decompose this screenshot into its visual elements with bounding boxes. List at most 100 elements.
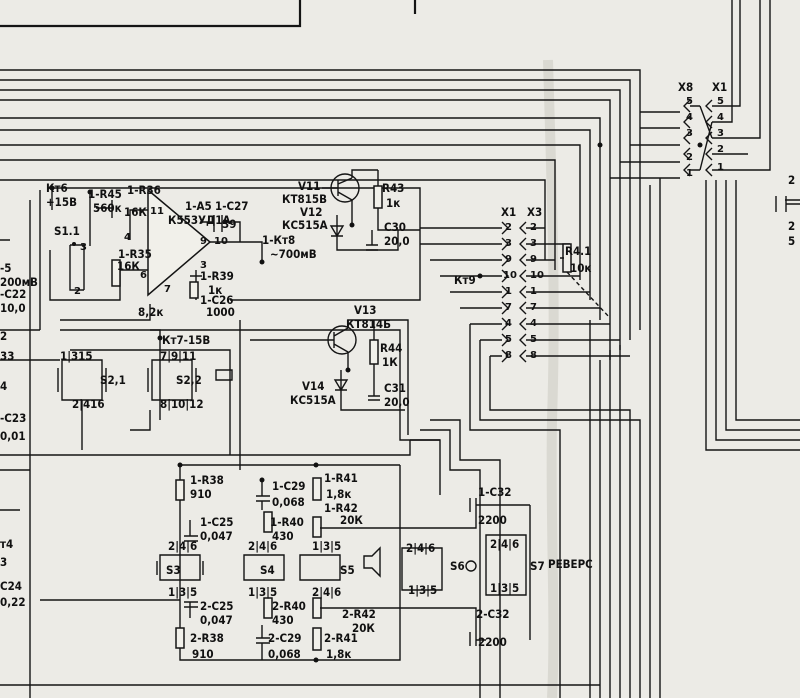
label-c32a-val: 2200 — [478, 513, 507, 527]
label-r41a-val: 1,8к — [326, 487, 351, 501]
label-kt6: Кт6 — [46, 181, 68, 195]
label-s6-pins-b: 1|3|5 — [408, 583, 437, 597]
label-1-c25: 1-С25 — [200, 515, 233, 529]
label-edge-4: 4 — [0, 379, 7, 393]
label-c25a-val: 0,047 — [200, 529, 233, 543]
pin-label: 4 — [505, 318, 512, 329]
pin-label: 7 — [164, 284, 171, 295]
label-r39-val: 1к — [208, 283, 222, 297]
label-10k: 10к — [570, 261, 591, 275]
label-r42b-val: 20К — [352, 621, 375, 635]
label-x1-center: X1 — [501, 205, 516, 219]
left-edge-wires — [0, 190, 160, 511]
label-910-b: 910 — [192, 647, 214, 661]
op-amp-block — [49, 187, 421, 321]
pin-label: 7 — [505, 302, 512, 313]
label-edge-2: 2 — [0, 329, 7, 343]
label-s2-1: S2,1 — [100, 373, 126, 387]
label-v14: V14 — [302, 379, 324, 393]
label-1-r38: 1-R38 — [190, 473, 224, 487]
label-v11: V11 — [298, 179, 320, 193]
label-700mv: ~700мВ — [270, 247, 317, 261]
label-2-c29: 2-С29 — [268, 631, 301, 645]
label-s2-pins-a: 1|315 — [60, 349, 93, 363]
label-s6-pins: 2|4|6 — [406, 541, 435, 555]
label-r40b-val: 430 — [272, 613, 294, 627]
connector-x1-x3 — [420, 221, 630, 363]
label-edge-c22: -С22 — [0, 287, 26, 301]
connector-x8-x1 — [610, 0, 800, 698]
pin-label: 5 — [505, 334, 512, 345]
pin-label: 3 — [80, 242, 87, 253]
label-16k: 16К — [124, 205, 147, 219]
pin-label: 7 — [530, 302, 537, 313]
label-s2-pins-b: 2|416 — [72, 397, 105, 411]
label-s3-pins-b: 1|3|5 — [168, 585, 197, 599]
pin-label: 9 — [530, 254, 537, 265]
label-r44-val: 1К — [382, 355, 398, 369]
pin-label: 10 — [214, 236, 228, 247]
label-k553: К553УД1А — [168, 213, 230, 227]
label-kt6-voltage: +15В — [46, 195, 77, 209]
label-edge-3: 3 — [0, 555, 7, 569]
pin-label: 9 — [200, 236, 207, 247]
label-x8: X8 — [678, 80, 693, 94]
pin-label: 4 — [530, 318, 537, 329]
label-c32b-val: 2200 — [478, 635, 507, 649]
label-r42a-val: 20К — [340, 513, 363, 527]
label-edge-c23: -С23 — [0, 411, 26, 425]
label-s4-pins-b: 1|3|5 — [248, 585, 277, 599]
label-s5: S5 — [340, 563, 355, 577]
label-edge-right-2a: 2 — [788, 173, 795, 187]
label-r41b-val: 1,8к — [326, 647, 351, 661]
label-2-r38: 2-R38 — [190, 631, 224, 645]
label-39: 39 — [222, 217, 236, 231]
label-kt7: Кт7-15В — [162, 333, 210, 347]
label-2-r40: 2-R40 — [272, 599, 306, 613]
label-s2-pins-d: 8|10|12 — [160, 397, 204, 411]
label-1-r36: 1-R36 — [127, 183, 161, 197]
pin-label: 11 — [150, 206, 164, 217]
label-1-c26: 1-С26 — [200, 293, 233, 307]
junction-dots — [49, 142, 703, 663]
label-1-kt8: 1-Кт8 — [262, 233, 295, 247]
label-2-c25: 2-С25 — [200, 599, 233, 613]
resistor-1-r38 — [175, 479, 185, 501]
lower-routing — [0, 320, 641, 698]
label-s4: S4 — [260, 563, 275, 577]
resistor-1-r41 — [312, 477, 322, 501]
label-s7-pins-b: 1|3|5 — [490, 581, 519, 595]
label-kc515a-1: КС515А — [282, 218, 328, 232]
label-2-r42: 2-R42 — [342, 607, 376, 621]
label-edge-right-2b: 2 — [788, 219, 795, 233]
label-edge-001: 0,01 — [0, 429, 26, 443]
pin-label: 3 — [505, 238, 512, 249]
resistor-r35 — [111, 259, 121, 287]
pin-label: 4 — [686, 112, 693, 123]
label-c29b-val: 0,068 — [268, 647, 301, 661]
pin-label: 2 — [530, 222, 537, 233]
pin-label: 1 — [530, 286, 537, 297]
pin-label: 8 — [530, 350, 537, 361]
pin-label: 2 — [717, 144, 724, 155]
label-s4-pins: 2|4|6 — [248, 539, 277, 553]
label-1-r40: 1-R40 — [270, 515, 304, 529]
resistor-2-r38 — [175, 627, 185, 649]
label-revers: РЕВЕРС — [548, 557, 593, 571]
label-1-r35: 1-R35 — [118, 247, 152, 261]
label-c25b-val: 0,047 — [200, 613, 233, 627]
pin-label: 2 — [505, 222, 512, 233]
pin-label: 5 — [686, 96, 693, 107]
pin-label: 1 — [717, 162, 724, 173]
label-s5-pins-b: 2|4|6 — [312, 585, 341, 599]
bus-wires-top — [0, 69, 641, 360]
label-r43: R43 — [382, 181, 404, 195]
label-910-a: 910 — [190, 487, 212, 501]
label-1-c29: 1-С29 — [272, 479, 305, 493]
pin-label: 1 — [505, 286, 512, 297]
component-grid-lower — [156, 477, 531, 660]
label-s3-pins: 2|4|6 — [168, 539, 197, 553]
pin-label: 3 — [717, 128, 724, 139]
